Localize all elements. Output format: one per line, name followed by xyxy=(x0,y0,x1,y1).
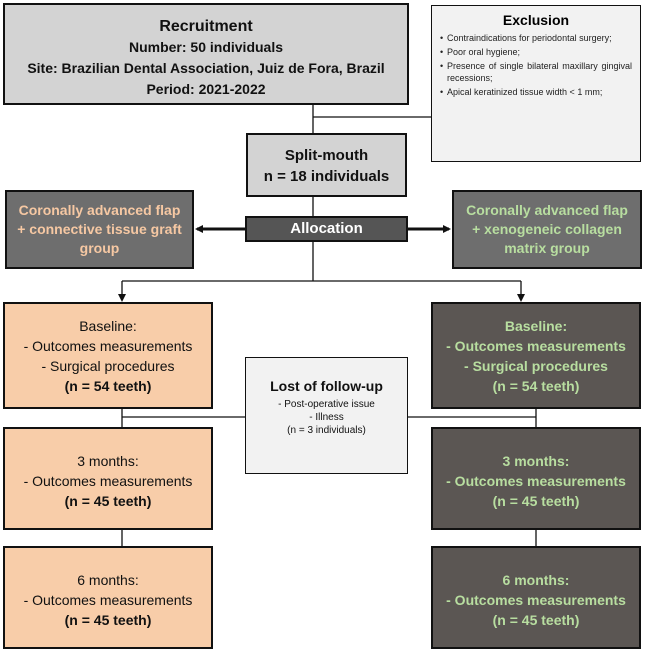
recruitment-number: Number: 50 individuals xyxy=(128,39,284,55)
lost-followup-box: Lost of follow-up - Post-operative issue… xyxy=(245,357,408,474)
split-mouth-box: Split-mouth n = 18 individuals xyxy=(246,133,407,197)
split-mouth-title: Split-mouth xyxy=(284,147,369,164)
arm-right-box: Coronally advanced flap + xenogeneic col… xyxy=(452,190,642,269)
month6-left-box: 6 months: - Outcomes measurements (n = 4… xyxy=(3,546,213,649)
exclusion-box: Exclusion Contraindications for periodon… xyxy=(431,5,641,162)
arm-left-box: Coronally advanced flap + connective tis… xyxy=(5,190,194,269)
lost-followup-item: - Illness xyxy=(309,412,344,423)
arm-right-line: Coronally advanced flap xyxy=(466,202,628,218)
recruitment-title: Recruitment xyxy=(159,18,253,35)
baseline-left-box: Baseline: - Outcomes measurements - Surg… xyxy=(3,302,213,409)
arm-left-line: group xyxy=(79,240,120,256)
month3-outcomes: - Outcomes measurements xyxy=(23,473,193,489)
month6-n: (n = 45 teeth) xyxy=(64,612,152,628)
arm-left-line: Coronally advanced flap xyxy=(18,202,181,218)
arm-right-line: + xenogeneic collagen xyxy=(472,221,622,237)
arm-right-line: matrix group xyxy=(504,240,590,256)
month3-title: 3 months: xyxy=(502,453,570,469)
baseline-n: (n = 54 teeth) xyxy=(64,378,152,394)
month6-n: (n = 45 teeth) xyxy=(492,612,580,628)
exclusion-item: Contraindications for periodontal surger… xyxy=(440,32,632,44)
recruitment-period: Period: 2021-2022 xyxy=(146,81,266,97)
month3-title: 3 months: xyxy=(77,453,139,469)
arm-left-line: + connective tissue graft xyxy=(17,221,182,237)
allocation-box: Allocation xyxy=(245,216,408,242)
month3-n: (n = 45 teeth) xyxy=(492,493,580,509)
month3-n: (n = 45 teeth) xyxy=(64,493,152,509)
exclusion-list: Contraindications for periodontal surger… xyxy=(440,32,632,98)
lost-followup-item: (n = 3 individuals) xyxy=(287,425,366,436)
split-mouth-n: n = 18 individuals xyxy=(263,168,390,185)
baseline-title: Baseline: xyxy=(504,318,568,334)
month6-right-box: 6 months: - Outcomes measurements (n = 4… xyxy=(431,546,641,649)
month3-left-box: 3 months: - Outcomes measurements (n = 4… xyxy=(3,427,213,530)
exclusion-item: Poor oral hygiene; xyxy=(440,46,632,58)
baseline-n: (n = 54 teeth) xyxy=(492,378,580,394)
month6-title: 6 months: xyxy=(502,572,570,588)
month6-outcomes: - Outcomes measurements xyxy=(446,592,626,608)
baseline-right-box: Baseline: - Outcomes measurements - Surg… xyxy=(431,302,641,409)
baseline-surgical: - Surgical procedures xyxy=(464,358,608,374)
recruitment-box: Recruitment Number: 50 individuals Site:… xyxy=(3,3,409,105)
month6-title: 6 months: xyxy=(77,572,139,588)
baseline-surgical: - Surgical procedures xyxy=(41,358,175,374)
baseline-title: Baseline: xyxy=(79,318,137,334)
baseline-outcomes: - Outcomes measurements xyxy=(23,338,193,354)
recruitment-site: Site: Brazilian Dental Association, Juiz… xyxy=(27,60,385,76)
month3-right-box: 3 months: - Outcomes measurements (n = 4… xyxy=(431,427,641,530)
allocation-label: Allocation xyxy=(290,220,363,237)
lost-followup-title: Lost of follow-up xyxy=(270,378,383,394)
month3-outcomes: - Outcomes measurements xyxy=(446,473,626,489)
exclusion-item: Apical keratinized tissue width < 1 mm; xyxy=(440,86,632,98)
exclusion-title: Exclusion xyxy=(502,12,570,28)
lost-followup-item: - Post-operative issue xyxy=(278,399,375,410)
baseline-outcomes: - Outcomes measurements xyxy=(446,338,626,354)
exclusion-item: Presence of single bilateral maxillary g… xyxy=(440,60,632,84)
month6-outcomes: - Outcomes measurements xyxy=(23,592,193,608)
